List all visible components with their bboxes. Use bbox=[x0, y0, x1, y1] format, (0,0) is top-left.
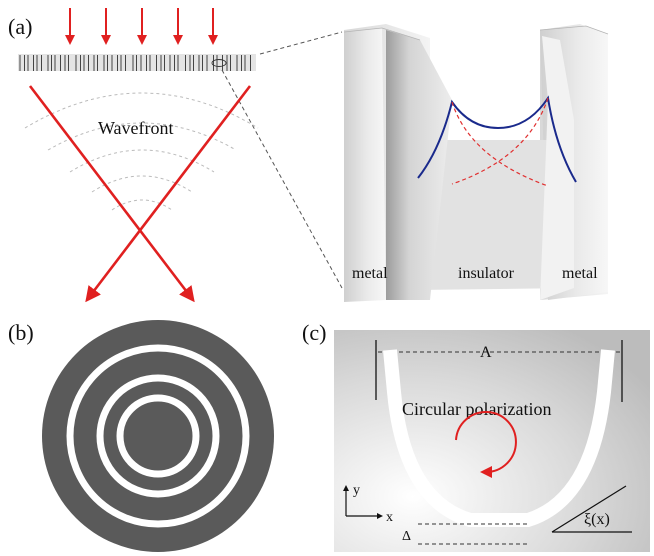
decay-curve-left bbox=[451, 101, 549, 187]
panel-b: (b) bbox=[8, 320, 274, 552]
zoom-lines bbox=[221, 31, 343, 289]
axis-x-label: x bbox=[386, 510, 393, 525]
zoom-marker-icon bbox=[211, 59, 227, 67]
zone-plate bbox=[42, 320, 274, 552]
panel-c-label: (c) bbox=[302, 320, 326, 345]
depth-dashed-lines bbox=[418, 523, 528, 545]
incident-arrows bbox=[65, 8, 218, 45]
period-label: Λ bbox=[480, 344, 492, 361]
wavefront-arcs bbox=[24, 92, 259, 211]
wavefront-label: Wavefront bbox=[98, 118, 174, 138]
slab-label-left: metal bbox=[352, 265, 388, 282]
focusing-beams bbox=[28, 85, 252, 303]
surface-wave-curve bbox=[417, 95, 577, 183]
period-marks bbox=[375, 340, 623, 402]
mim-slab: metal insulator metal bbox=[343, 24, 609, 302]
rotation-arrow-icon bbox=[455, 411, 517, 478]
metasurface-strip bbox=[18, 54, 256, 71]
profile-slope bbox=[551, 485, 632, 533]
slab-label-right: metal bbox=[562, 265, 598, 282]
groove-profile bbox=[383, 349, 615, 527]
panel-a-label: (a) bbox=[8, 14, 32, 39]
panel-c: (c) Λ Circular polarization y x Δ bbox=[302, 320, 650, 552]
axes bbox=[343, 485, 383, 519]
axis-y-label: y bbox=[353, 483, 360, 498]
polarization-label: Circular polarization bbox=[402, 399, 551, 419]
slab-label-middle: insulator bbox=[458, 265, 515, 282]
panel-a: (a) Wavefront bbox=[8, 8, 609, 303]
depth-label: Δ bbox=[402, 529, 411, 544]
profile-label: ξ(x) bbox=[584, 511, 610, 528]
panel-b-label: (b) bbox=[8, 320, 34, 345]
